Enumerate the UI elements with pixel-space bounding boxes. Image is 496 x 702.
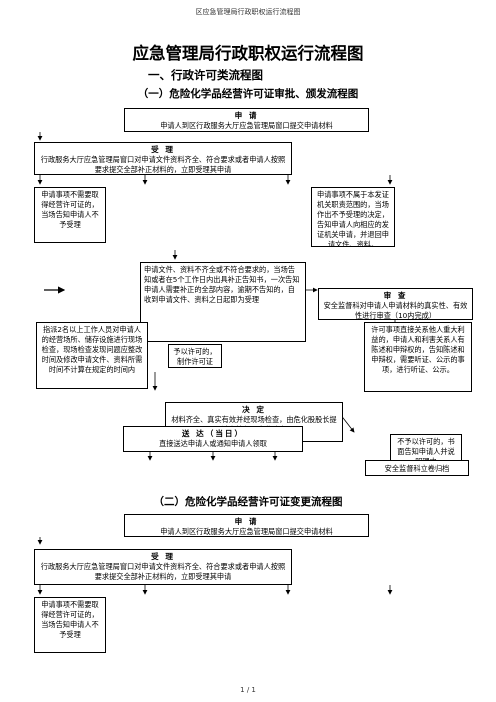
archive-text: 安全监督科立卷归档 [384, 464, 450, 473]
section2-heading: （二）危险化学品经营许可证变更流程图 [153, 496, 343, 508]
archive-box: 安全监督科立卷归档 [365, 460, 469, 476]
no-permit-box: 申请事项不需要取得经营许可证的，当场告知申请人不予受理 [34, 187, 106, 243]
no-permit-text: 申请事项不需要取得经营许可证的，当场告知申请人不予受理 [41, 190, 99, 229]
apply-head: 申 请 [234, 111, 259, 120]
grant-note-text: 予以许可的，制作许可证 [173, 347, 217, 366]
assign-inspectors-text: 指派2名以上工作人员对申请人的经营场所、储存设施进行现场检查，现场检查发现问题应… [41, 325, 143, 374]
accept-line2: 要求提交全部补正材料的，立即受理其申请 [94, 165, 232, 174]
incomplete-box: 申请文件、资料不齐全或不符合要求的，当场告知或者在5个工作日内出具补正告知书，一… [140, 262, 306, 342]
hearing-text: 许可事项直接关系他人重大利益的，申请人和利害关系人有陈述和申辩权的，告知陈述和申… [371, 325, 465, 374]
accept-line2-2: 要求提交全部补正材料的，立即受理其申请 [94, 572, 232, 581]
apply-text: 申请人到区行政服务大厅应急管理局窗口提交申请材料 [160, 121, 333, 130]
grant-note-box: 予以许可的，制作许可证 [168, 344, 222, 368]
accept-head: 受 理 [151, 145, 175, 154]
accept-box: 受 理 行政服务大厅应急管理局窗口对申请文件资料齐全、符合要求或者申请人按照 要… [34, 142, 292, 175]
review-box: 审 查 安全监督科对申请人申请材料的真实性、有效性进行审查（10内完成） [318, 288, 473, 320]
accept-box-2: 受 理 行政服务大厅应急管理局窗口对申请文件资料齐全、符合要求或者申请人按照 要… [34, 549, 292, 585]
no-permit-box-2: 申请事项不需要取得经营许可证的，当场告知申请人不予受理 [34, 597, 106, 653]
apply-head-2: 申 请 [234, 517, 259, 526]
hearing-box: 许可事项直接关系他人重大利益的，申请人和利害关系人有陈述和申辩权的，告知陈述和申… [364, 322, 472, 392]
apply-box: 申 请 申请人到区行政服务大厅应急管理局窗口提交申请材料 [124, 108, 369, 132]
apply-text-2: 申请人到区行政服务大厅应急管理局窗口提交申请材料 [160, 527, 333, 536]
decision-head: 决 定 [242, 405, 266, 414]
no-permit-text-2: 申请事项不需要取得经营许可证的，当场告知申请人不予受理 [41, 600, 99, 639]
review-head: 审 查 [383, 291, 408, 300]
apply-box-2: 申 请 申请人到区行政服务大厅应急管理局窗口提交申请材料 [124, 514, 369, 537]
incomplete-text: 申请文件、资料不齐全或不符合要求的，当场告知或者在5个工作日内出具补正告知书，一… [144, 265, 300, 304]
accept-line1: 行政服务大厅应急管理局窗口对申请文件资料齐全、符合要求或者申请人按照 [40, 155, 286, 164]
deliver-box: 送 达（当日） 直接送达申请人或通知申请人领取 [123, 426, 303, 452]
page-footer: 1 / 1 [240, 686, 256, 694]
assign-inspectors-box: 指派2名以上工作人员对申请人的经营场所、储存设施进行现场检查，现场检查发现问题应… [36, 322, 148, 389]
section1-heading: （一）危险化学品经营许可证审批、颁发流程图 [137, 88, 359, 100]
subtitle: 一、行政许可类流程图 [148, 68, 263, 82]
deliver-text: 直接送达申请人或通知申请人领取 [159, 439, 267, 448]
accept-line1-2: 行政服务大厅应急管理局窗口对申请文件资料齐全、符合要求或者申请人按照 [40, 562, 286, 571]
page-title: 应急管理局行政职权运行流程图 [132, 44, 364, 63]
not-in-scope-text: 申请事项不属于本发证机关职责范围的，当场作出不予受理的决定，告知申请人向相应的发… [317, 190, 389, 247]
page-header: 区应急管理局行政职权运行流程图 [195, 8, 301, 16]
deliver-head: 送 达（当日） [181, 429, 245, 438]
accept-head-2: 受 理 [151, 552, 175, 561]
review-text: 安全监督科对申请人申请材料的真实性、有效性进行审查（10内完成） [323, 301, 468, 320]
not-in-scope-box: 申请事项不属于本发证机关职责范围的，当场作出不予受理的决定，告知申请人向相应的发… [311, 187, 395, 247]
